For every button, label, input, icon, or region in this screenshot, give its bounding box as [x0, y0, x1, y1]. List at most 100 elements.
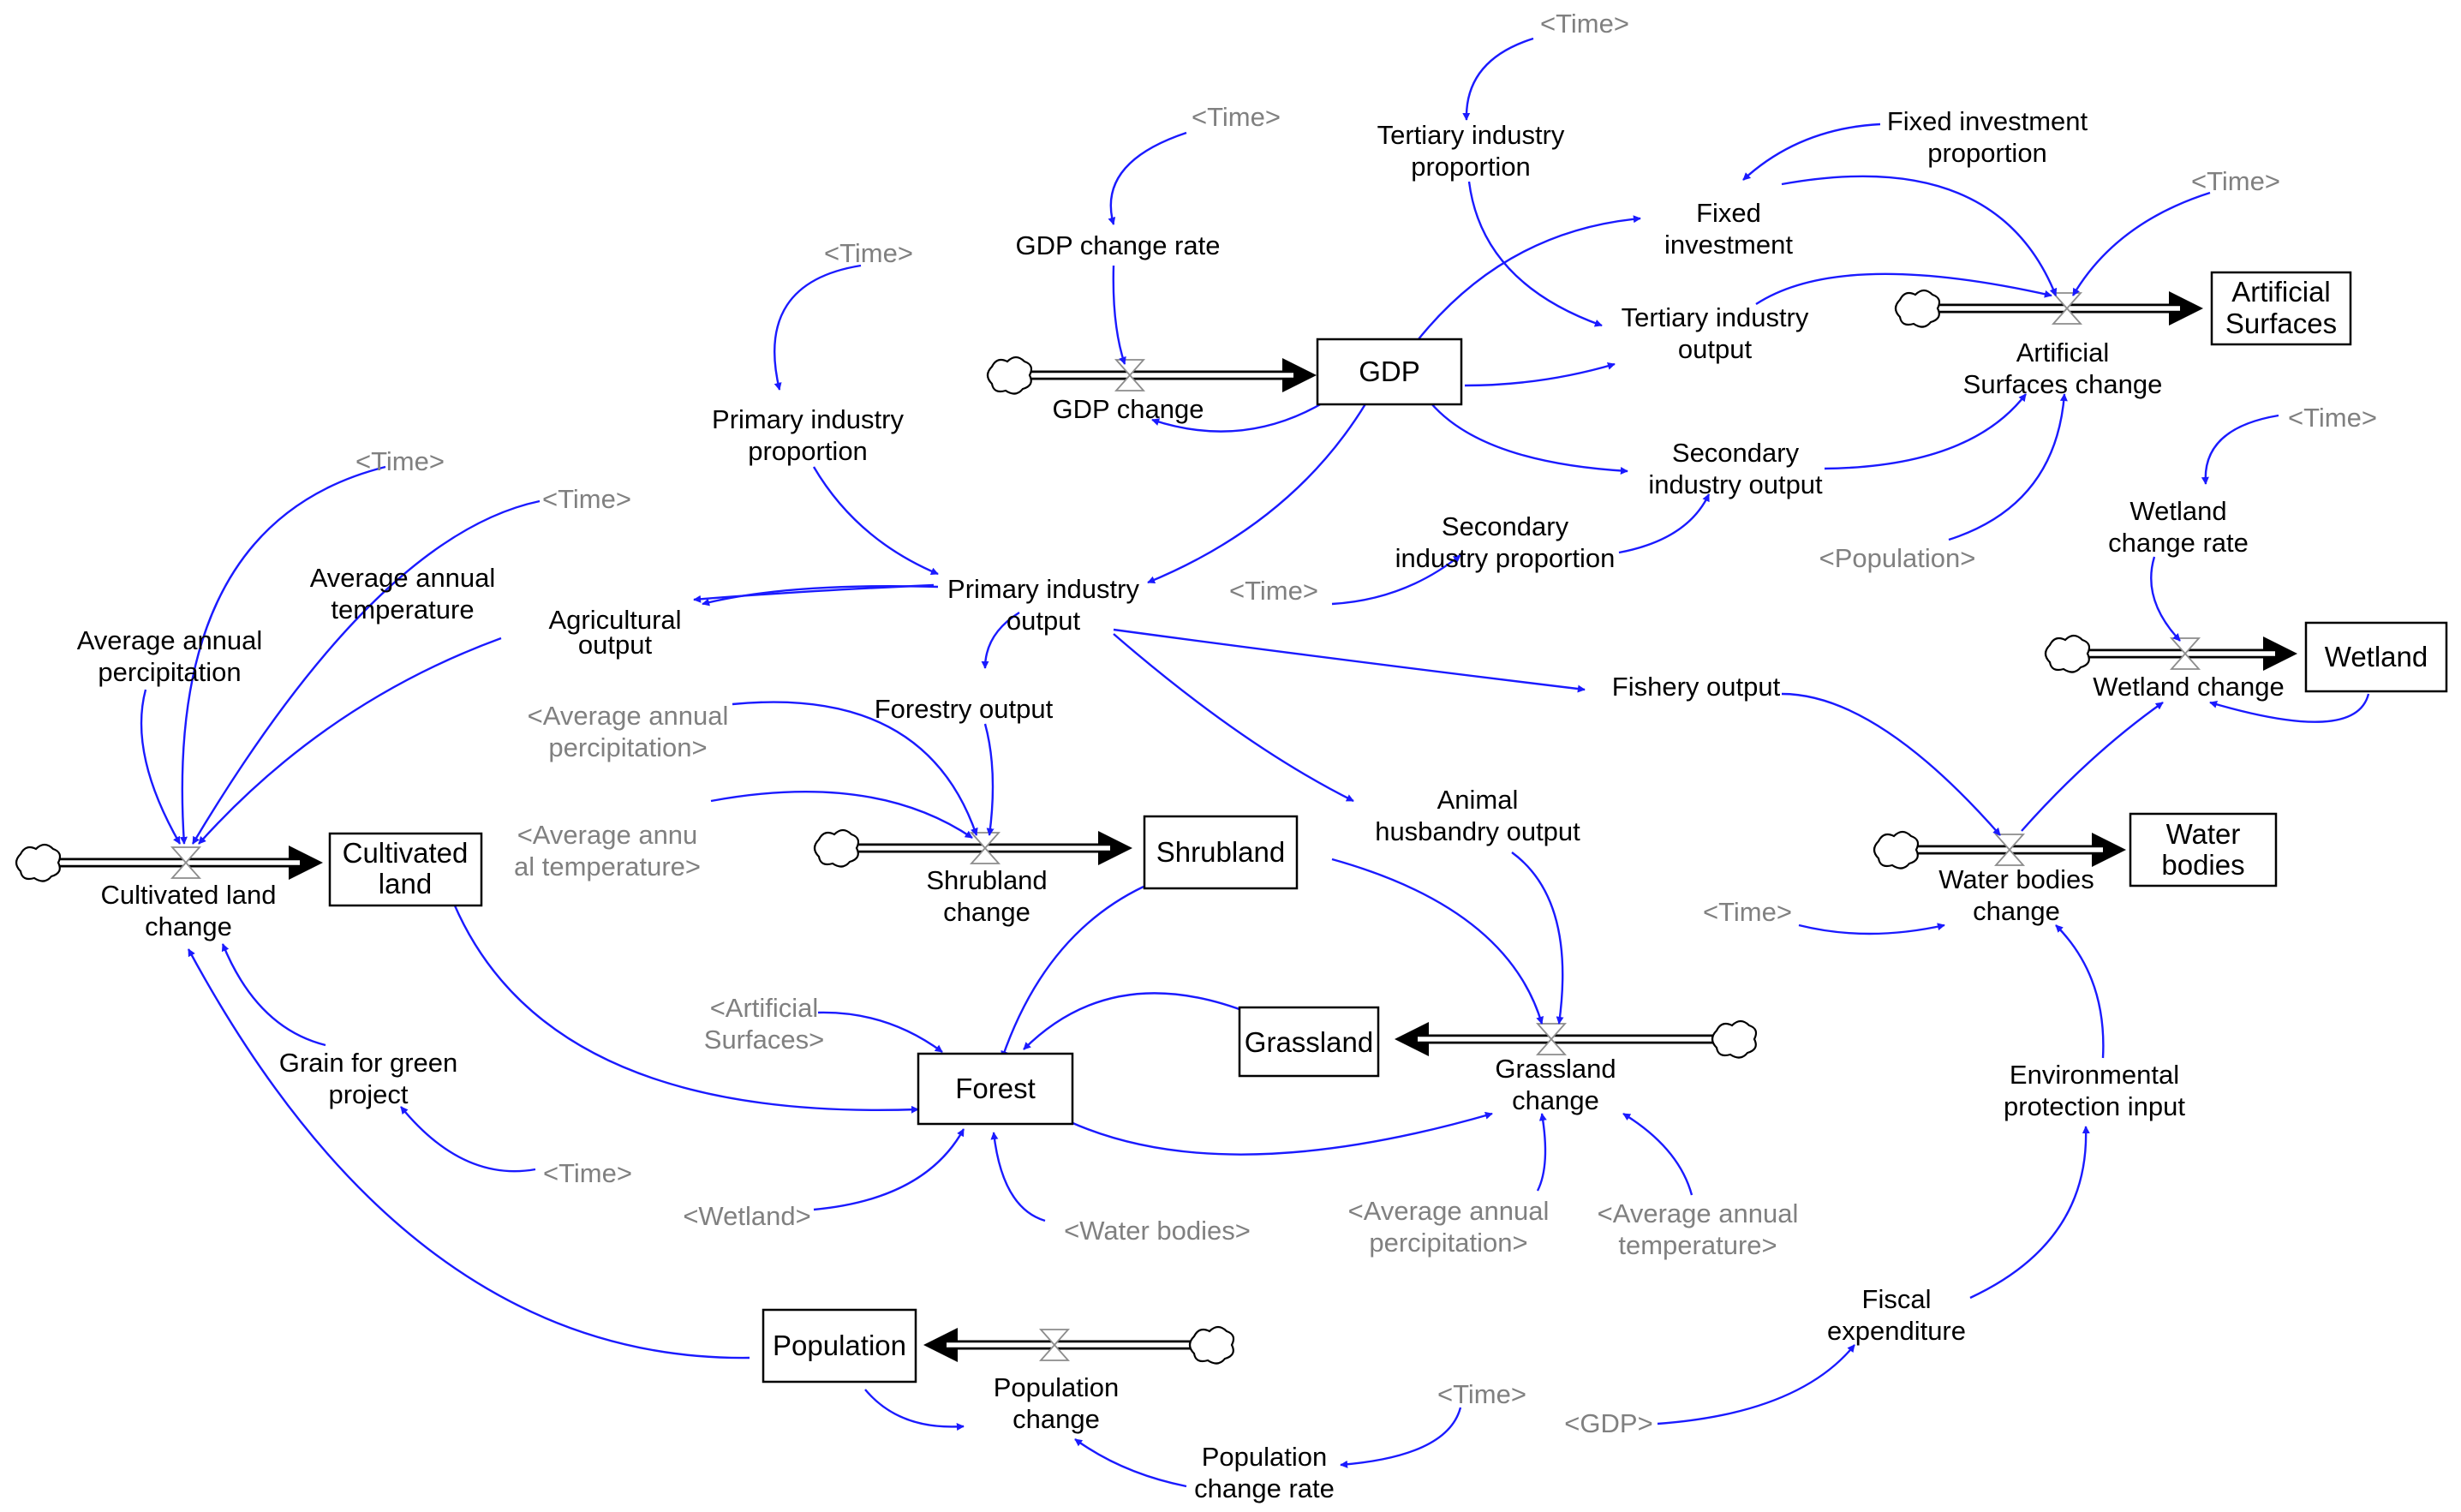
shadow-population[interactable]: <Population> — [1819, 543, 1976, 573]
var-primary-industry-output-1[interactable]: Primary industry — [947, 574, 1139, 604]
flow-gdp-change[interactable]: GDP change — [1053, 394, 1204, 424]
shadow-artificial-surfaces-1[interactable]: <Artificial — [710, 993, 819, 1023]
link-arrow — [179, 465, 386, 845]
stock-artificial-surfaces[interactable]: Artificial Surfaces — [2210, 271, 2352, 346]
flow-shrubland-change-2[interactable]: change — [943, 897, 1030, 927]
var-fixed-investment-1[interactable]: Fixed — [1696, 198, 1761, 228]
var-fiscal-expenditure-1[interactable]: Fiscal — [1862, 1284, 1932, 1314]
var-environmental-protection-input-2[interactable]: protection input — [2004, 1091, 2185, 1121]
var-tertiary-industry-proportion-1[interactable]: Tertiary industry — [1377, 120, 1565, 150]
var-fishery-output[interactable]: Fishery output — [1612, 672, 1781, 702]
var-animal-husbandry-output-1[interactable]: Animal — [1437, 785, 1519, 815]
flow-cultivated-land-change-2[interactable]: change — [145, 911, 232, 941]
flow-artificial-surfaces-change-1[interactable]: Artificial — [2016, 338, 2110, 368]
flow-population-change-2[interactable]: change — [1012, 1404, 1100, 1434]
shadow-time[interactable]: <Time> — [2288, 403, 2377, 433]
shadow-artificial-surfaces-2[interactable]: Surfaces> — [704, 1025, 824, 1055]
link-arrow — [1462, 37, 1534, 121]
flow-population-change-1[interactable]: Population — [994, 1372, 1120, 1402]
var-grain-for-green-project-1[interactable]: Grain for green — [279, 1048, 458, 1078]
shadow-avg-percipitation-grass-1[interactable]: <Average annual — [1348, 1196, 1550, 1226]
link-arrow — [1536, 1113, 1547, 1192]
shadow-avg-temperature-grass-1[interactable]: <Average annual — [1598, 1198, 1799, 1228]
var-secondary-industry-output-2[interactable]: industry output — [1648, 469, 1823, 499]
stock-water-bodies[interactable]: Water bodies — [2129, 812, 2278, 887]
flow-water-bodies-change-2[interactable]: change — [1973, 896, 2060, 926]
var-population-change-rate-1[interactable]: Population — [1202, 1442, 1328, 1472]
link-arrow — [2209, 693, 2370, 723]
var-average-annual-temperature-1[interactable]: Average annual — [310, 563, 496, 593]
shadow-avg-temperature-1[interactable]: <Average annu — [517, 820, 698, 850]
shadow-gdp[interactable]: <GDP> — [1564, 1408, 1652, 1438]
shadow-time[interactable]: <Time> — [1703, 897, 1792, 927]
shadow-time[interactable]: <Time> — [824, 238, 913, 268]
stock-shrubland[interactable]: Shrubland — [1143, 815, 1299, 890]
var-agricultural-output-2[interactable]: output — [578, 630, 653, 660]
shadow-time[interactable]: <Time> — [1192, 102, 1281, 132]
shadow-time[interactable]: <Time> — [2191, 166, 2280, 196]
cloud-icon — [1873, 830, 1920, 870]
flow-shrubland-change-1[interactable]: Shrubland — [926, 865, 1047, 895]
flow-cultivated-land-change-1[interactable]: Cultivated land — [100, 880, 276, 910]
var-fiscal-expenditure-2[interactable]: expenditure — [1827, 1316, 1966, 1346]
stock-gdp[interactable]: GDP — [1316, 338, 1463, 406]
var-grain-for-green-project-2[interactable]: project — [328, 1079, 408, 1109]
stock-population[interactable]: Population — [762, 1308, 917, 1384]
var-fixed-investment-proportion-2[interactable]: proportion — [1927, 138, 2047, 168]
var-wetland-change-rate-2[interactable]: change rate — [2108, 528, 2249, 558]
link-arrow — [140, 689, 182, 845]
flow-water-bodies-change-1[interactable]: Water bodies — [1938, 864, 2094, 894]
stock-artificial-surfaces-label-2: Surfaces — [2225, 308, 2337, 339]
var-average-annual-temperature-2[interactable]: temperature — [331, 595, 474, 625]
var-average-annual-percipitation-1[interactable]: Average annual — [77, 625, 263, 655]
shadow-avg-percipitation-2[interactable]: percipitation> — [548, 732, 707, 762]
shadow-avg-percipitation-grass-2[interactable]: percipitation> — [1369, 1228, 1527, 1258]
stock-cultivated-land[interactable]: Cultivated land — [328, 832, 483, 907]
shadow-time[interactable]: <Time> — [542, 484, 631, 514]
shadow-time[interactable]: <Time> — [355, 446, 445, 476]
var-primary-industry-output-2[interactable]: output — [1007, 606, 1081, 636]
var-fixed-investment-2[interactable]: investment — [1664, 230, 1793, 260]
var-tertiary-industry-output-2[interactable]: output — [1678, 334, 1753, 364]
var-agricultural-output-1[interactable]: Agricultural — [548, 605, 681, 635]
var-animal-husbandry-output-2[interactable]: husbandry output — [1375, 816, 1580, 846]
shadow-avg-percipitation-1[interactable]: <Average annual — [528, 701, 729, 731]
shadow-avg-temperature-2[interactable]: al temperature> — [514, 852, 701, 882]
shadow-time[interactable]: <Time> — [1540, 9, 1629, 39]
var-fixed-investment-proportion-1[interactable]: Fixed investment — [1887, 106, 2088, 136]
link-arrow — [1023, 992, 1251, 1050]
shadow-time[interactable]: <Time> — [543, 1158, 632, 1188]
link-arrow — [2201, 414, 2279, 485]
var-tertiary-industry-proportion-2[interactable]: proportion — [1411, 152, 1531, 182]
flow-grassland-change-2[interactable]: change — [1512, 1085, 1599, 1115]
link-arrow — [1742, 123, 1881, 181]
stock-wetland[interactable]: Wetland — [2304, 621, 2448, 693]
stock-shrubland-label: Shrubland — [1156, 836, 1285, 868]
clouds — [15, 289, 2091, 1365]
stock-artificial-surfaces-label-1: Artificial — [2231, 276, 2331, 308]
stock-grassland[interactable]: Grassland — [1238, 1006, 1380, 1078]
stock-forest[interactable]: Forest — [917, 1052, 1074, 1126]
var-primary-industry-proportion-2[interactable]: proportion — [748, 436, 868, 466]
var-environmental-protection-input-1[interactable]: Environmental — [2010, 1060, 2179, 1090]
var-secondary-industry-proportion-1[interactable]: Secondary — [1442, 511, 1569, 541]
var-wetland-change-rate-1[interactable]: Wetland — [2129, 496, 2226, 526]
var-average-annual-percipitation-2[interactable]: percipitation — [98, 657, 241, 687]
var-gdp-change-rate[interactable]: GDP change rate — [1016, 230, 1221, 260]
var-secondary-industry-output-1[interactable]: Secondary — [1672, 438, 1800, 468]
link-arrow — [1331, 554, 1461, 606]
shadow-time[interactable]: <Time> — [1229, 576, 1318, 606]
var-forestry-output[interactable]: Forestry output — [875, 694, 1054, 724]
var-tertiary-industry-output-1[interactable]: Tertiary industry — [1622, 302, 1809, 332]
var-primary-industry-proportion-1[interactable]: Primary industry — [712, 404, 904, 434]
shadow-time[interactable]: <Time> — [1437, 1379, 1526, 1409]
shadow-avg-temperature-grass-2[interactable]: temperature> — [1618, 1230, 1777, 1260]
link-arrow — [774, 264, 862, 391]
shadow-wetland[interactable]: <Wetland> — [683, 1201, 810, 1231]
var-population-change-rate-2[interactable]: change rate — [1194, 1473, 1335, 1503]
flow-artificial-surfaces-change-2[interactable]: Surfaces change — [1963, 369, 2163, 399]
shadow-water-bodies[interactable]: <Water bodies> — [1064, 1216, 1251, 1246]
flow-grassland-change-1[interactable]: Grassland — [1495, 1054, 1616, 1084]
var-secondary-industry-proportion-2[interactable]: industry proportion — [1395, 543, 1616, 573]
flow-wetland-change[interactable]: Wetland change — [2093, 672, 2284, 702]
